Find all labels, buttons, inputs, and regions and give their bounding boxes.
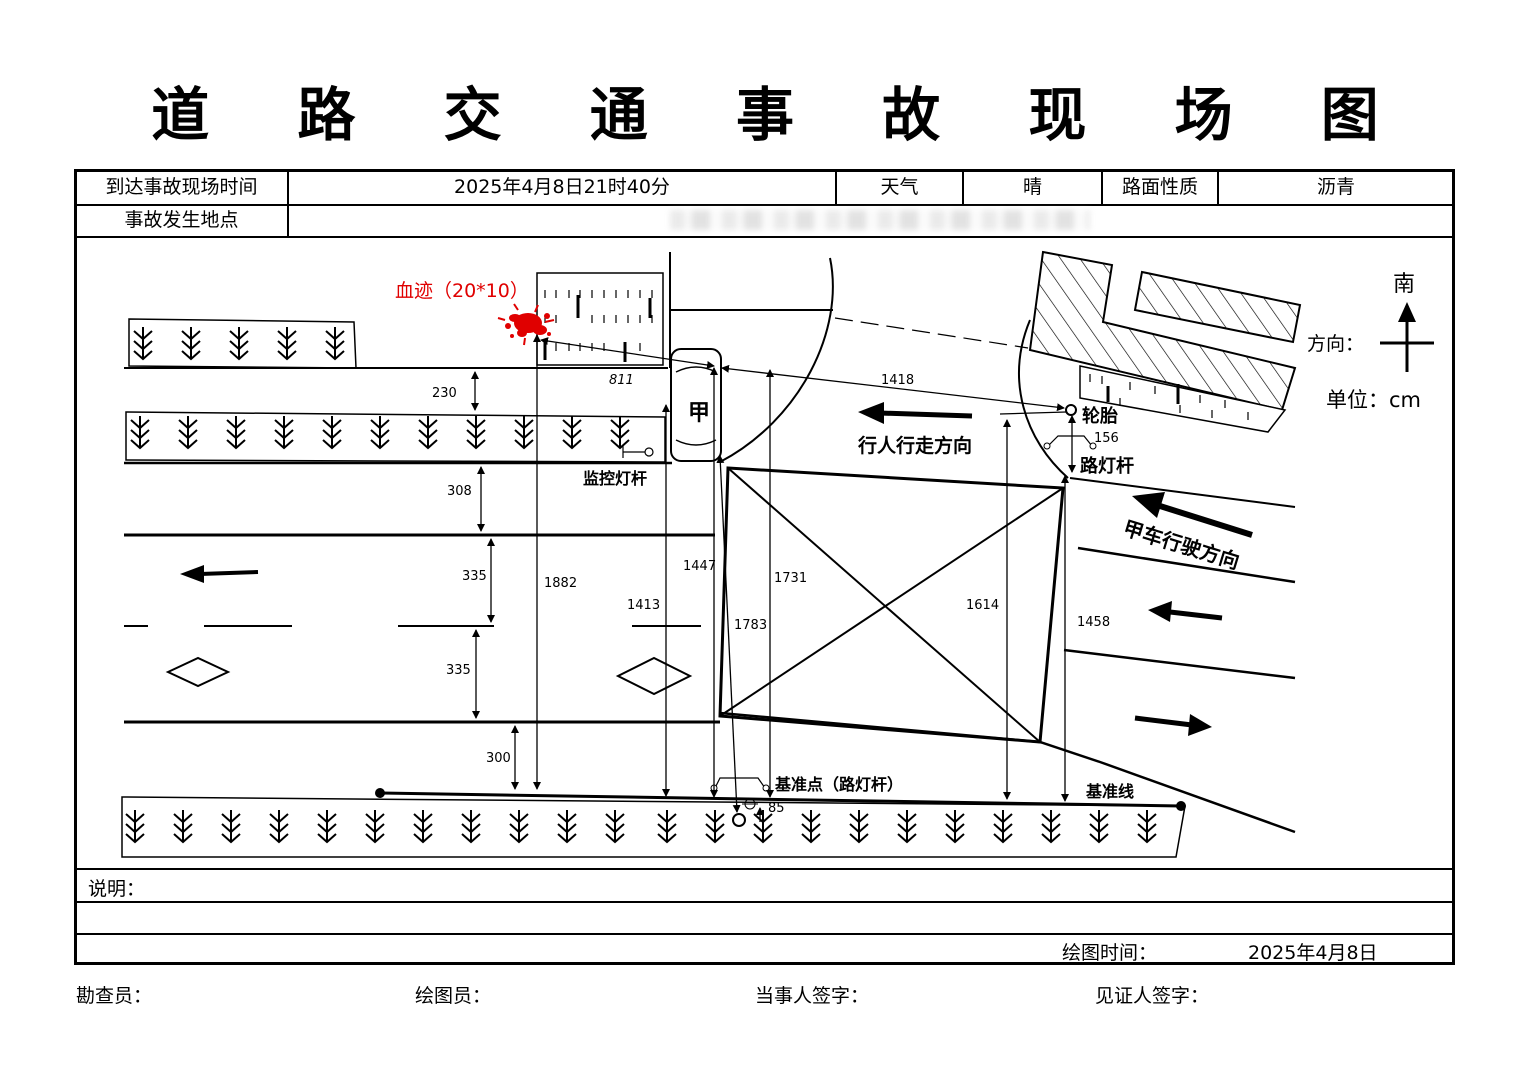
tire-symbol <box>1065 404 1077 416</box>
blood-stain <box>497 303 555 346</box>
redacted-location <box>670 210 1090 230</box>
svg-text:1783: 1783 <box>734 618 767 633</box>
divider <box>74 901 1455 903</box>
tree-row-top <box>133 326 345 360</box>
lane-line <box>1069 477 1296 508</box>
blood-stain-label: 血迹（20*10） <box>395 280 529 302</box>
arrival-time-label: 到达事故现场时间 <box>105 176 258 198</box>
vehicle-label: 甲 <box>688 401 710 426</box>
notes-label: 说明： <box>88 878 146 900</box>
reference-line <box>379 791 1182 808</box>
svg-text:1614: 1614 <box>966 598 999 613</box>
svg-text:335: 335 <box>446 663 471 678</box>
drawing-time-value: 2025年4月8日 <box>1248 942 1378 964</box>
parking-marks-right <box>1089 374 1249 420</box>
reference-point-symbol <box>732 813 746 827</box>
divider <box>74 204 1455 206</box>
road-surface-label: 路面性质 <box>1121 176 1198 198</box>
measurement-lines <box>471 334 1076 822</box>
svg-text:1418: 1418 <box>881 373 914 388</box>
south-label: 南 <box>1393 272 1415 297</box>
svg-text:230: 230 <box>432 386 457 401</box>
planting-strip <box>128 318 357 369</box>
svg-text:85: 85 <box>768 801 785 816</box>
witness-signature-label: 见证人签字： <box>1095 985 1210 1007</box>
road-surface-value: 沥青 <box>1316 176 1355 198</box>
direction-label: 方向： <box>1307 333 1364 355</box>
monitor-pole-symbol <box>644 447 654 457</box>
svg-text:156: 156 <box>1094 431 1119 446</box>
tire-label: 轮胎 <box>1082 405 1118 427</box>
diamond-marking <box>165 656 231 688</box>
traffic-arrows <box>180 402 1253 736</box>
reference-point-label: 基准点（路灯杆） <box>774 775 903 794</box>
divider <box>1101 170 1103 204</box>
svg-text:1731: 1731 <box>774 571 807 586</box>
parking-marks <box>544 290 653 351</box>
monitor-pole-label: 监控灯杆 <box>583 469 647 488</box>
divider <box>835 170 837 204</box>
weather-label: 天气 <box>880 176 919 198</box>
divider <box>287 170 289 236</box>
building-hatched <box>1028 250 1297 412</box>
intersection-box <box>718 466 1065 744</box>
form-frame <box>74 169 1455 965</box>
weather-value: 晴 <box>1022 176 1042 198</box>
divider <box>1217 170 1219 204</box>
divider <box>962 170 964 204</box>
parking-area-right <box>1079 365 1287 433</box>
arrival-time-value: 2025年4月8日21时40分 <box>454 176 670 198</box>
measurement-labels: 811 1418 230 308 335 335 300 1882 1413 1… <box>432 373 1119 816</box>
page-title: 道 路 交 通 事 故 现 场 图 <box>151 81 1413 149</box>
tree-row-middle <box>130 415 630 449</box>
svg-text:1413: 1413 <box>627 598 660 613</box>
divider <box>74 868 1455 870</box>
svg-text:308: 308 <box>447 484 472 499</box>
svg-text:300: 300 <box>486 751 511 766</box>
svg-text:1458: 1458 <box>1077 615 1110 630</box>
reference-line-label: 基准线 <box>1085 782 1134 801</box>
street-light-symbol <box>1047 435 1093 447</box>
divider <box>74 236 1455 238</box>
pedestrian-direction-label: 行人行走方向 <box>857 434 972 457</box>
svg-text:1882: 1882 <box>544 576 577 591</box>
diamond-marking <box>615 656 693 696</box>
lane-line <box>1077 546 1296 584</box>
crosswalk-line <box>834 317 1029 349</box>
curb-curve <box>719 257 834 463</box>
party-signature-label: 当事人签字： <box>755 985 870 1007</box>
street-light-label: 路灯杆 <box>1080 455 1134 477</box>
svg-text:335: 335 <box>462 569 487 584</box>
lane-line <box>1063 648 1296 680</box>
tree-row-bottom <box>125 809 1157 843</box>
drawing-time-label: 绘图时间： <box>1062 942 1158 964</box>
svg-text:811: 811 <box>609 373 634 388</box>
building-hatched <box>1133 270 1302 344</box>
planting-strip <box>121 796 1186 858</box>
north-south-arrow <box>1380 302 1434 372</box>
draftsman-signature-label: 绘图员： <box>415 985 492 1007</box>
parking-marks-bold <box>543 295 652 362</box>
location-label: 事故发生地点 <box>124 209 239 231</box>
investigator-signature-label: 勘查员： <box>76 985 153 1007</box>
unit-label: 单位：cm <box>1326 388 1421 412</box>
divider <box>74 933 1455 935</box>
planting-strip <box>125 411 666 463</box>
svg-text:1447: 1447 <box>683 559 716 574</box>
